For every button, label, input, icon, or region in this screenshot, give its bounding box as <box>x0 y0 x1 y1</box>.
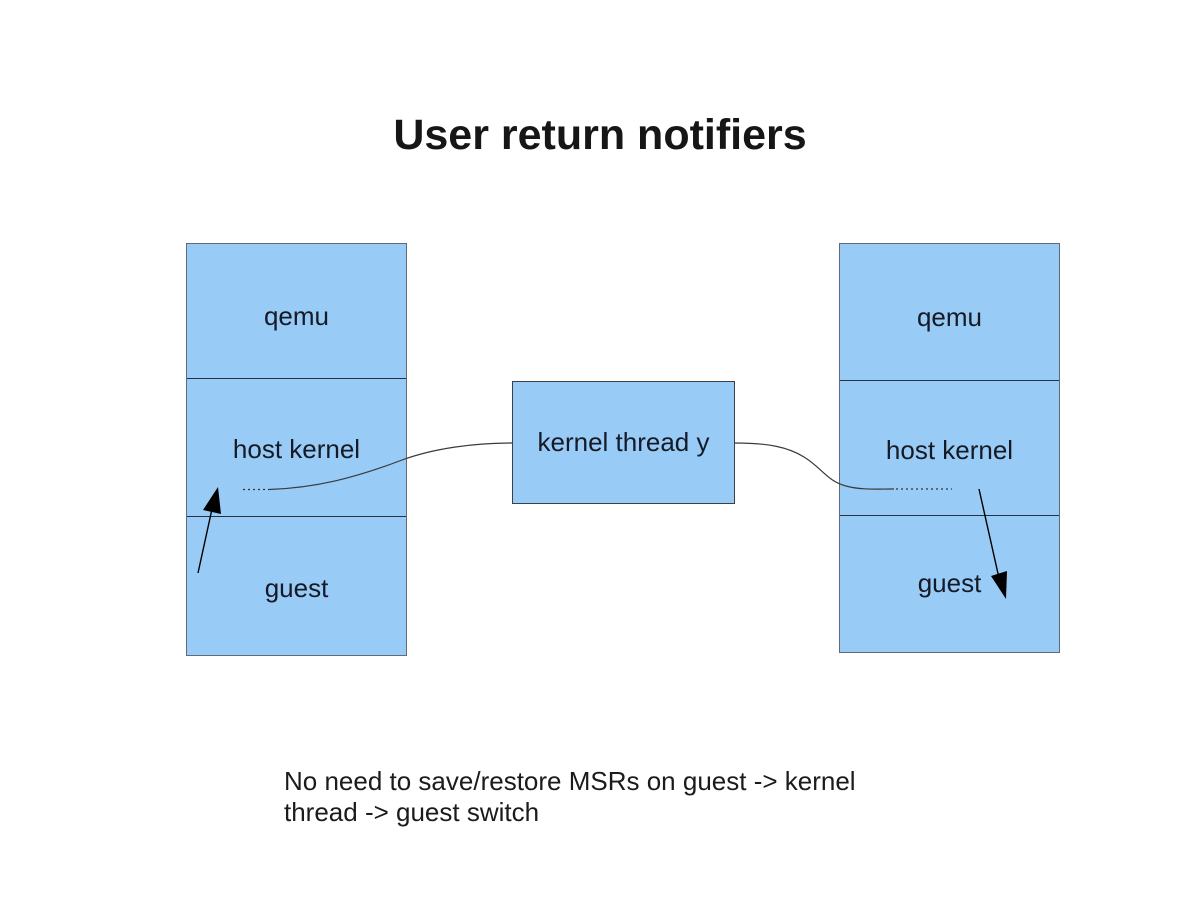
left-qemu-section: qemu <box>187 244 406 378</box>
note-text: No need to save/restore MSRs on guest ->… <box>284 766 856 828</box>
right-process-stack: qemu host kernel guest <box>839 243 1060 653</box>
note-line-2: thread -> guest switch <box>284 797 540 827</box>
right-host-kernel-label: host kernel <box>885 434 1014 465</box>
right-guest-section: guest <box>840 514 1059 652</box>
right-host-kernel-section: host kernel <box>840 380 1059 514</box>
right-qemu-section: qemu <box>840 244 1059 380</box>
left-guest-label: guest <box>264 572 329 603</box>
right-guest-label: guest <box>917 568 982 599</box>
left-host-kernel-label: host kernel <box>232 434 361 465</box>
note-line-1: No need to save/restore MSRs on guest ->… <box>284 766 856 796</box>
kernel-thread-box: kernel thread y <box>512 381 735 504</box>
left-qemu-label: qemu <box>263 301 330 332</box>
kernel-thread-label: kernel thread y <box>537 427 710 457</box>
left-host-kernel-section: host kernel <box>187 378 406 515</box>
left-guest-section: guest <box>187 515 406 655</box>
right-qemu-label: qemu <box>916 302 983 333</box>
slide-title: User return notifiers <box>393 111 807 159</box>
left-process-stack: qemu host kernel guest <box>186 243 407 656</box>
